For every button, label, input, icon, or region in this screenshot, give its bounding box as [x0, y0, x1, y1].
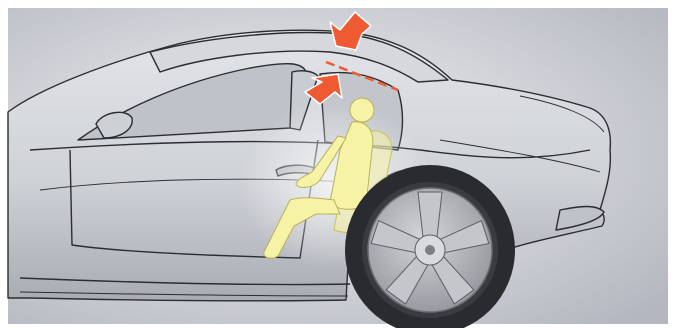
occupant-head [350, 98, 374, 122]
wheel-center-cap [425, 245, 435, 255]
rear-wheel [345, 165, 515, 328]
